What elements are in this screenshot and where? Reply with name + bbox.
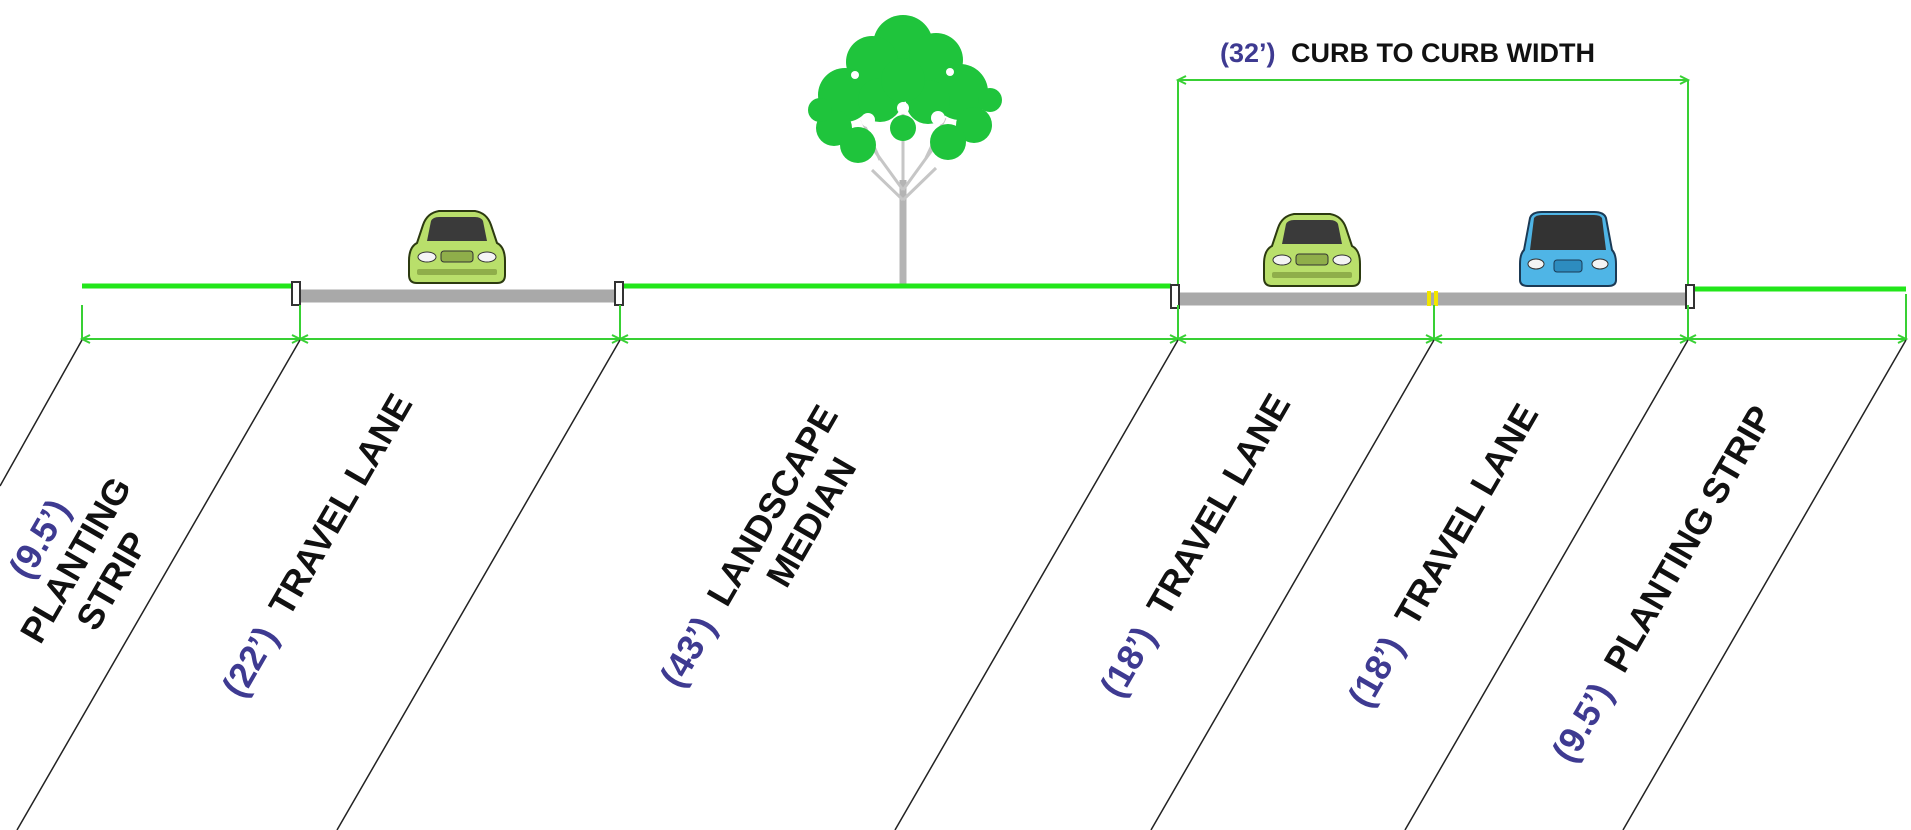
segment-dimension-line [79,294,1909,344]
green-car-icon [1263,213,1361,287]
curb-width-header: (32’) CURB TO CURB WIDTH [1220,38,1595,68]
segment-label-line: (18’) TRAVEL LANE [1091,387,1298,704]
curb [291,281,301,306]
segment-name: TRAVEL LANE [260,387,420,623]
segment-label-planting-strip-left: (9.5’) PLANTING STRIP [0,470,156,650]
curb [614,281,624,306]
segment-dimension: (18’) [1339,629,1412,714]
centerline-marking [1427,291,1438,306]
ground-profile [82,281,1906,309]
segment-name: PLANTING STRIP [1595,399,1781,679]
curb-width-dim: (32’) [1220,38,1276,68]
segment-name: TRAVEL LANE [1138,387,1298,623]
curbs [291,281,1695,309]
curb [1685,284,1695,309]
segment-label-line: (9.5’) PLANTING STRIP [1543,399,1781,769]
green-car-icon [408,210,506,284]
segment-dimension: (9.5’) [1543,676,1621,769]
blue-minivan-icon [1519,211,1617,287]
segment-name: TRAVEL LANE [1386,397,1546,633]
segment-label-planting-strip-right: (9.5’) PLANTING STRIP [1543,399,1781,769]
segment-dimension: (18’) [1091,619,1164,704]
curb-width-label: CURB TO CURB WIDTH [1291,38,1595,68]
tree-icon [808,15,1002,284]
segment-label-landscape-median: (43’) LANDSCAPE MEDIAN [651,398,864,694]
curb-width-bracket [1175,75,1691,290]
segment-label-travel-lane-3: (18’) TRAVEL LANE [1339,397,1546,714]
segment-label-travel-lane-1: (22’) TRAVEL LANE [213,387,420,704]
label-dividers [0,339,1907,830]
segment-label-travel-lane-2: (18’) TRAVEL LANE [1091,387,1298,704]
curb [1170,284,1180,309]
segment-label-line: (22’) TRAVEL LANE [213,387,420,704]
segment-dimension: (43’) [651,609,724,694]
segment-dimension: (22’) [213,619,286,704]
segment-label-line: (18’) TRAVEL LANE [1339,397,1546,714]
